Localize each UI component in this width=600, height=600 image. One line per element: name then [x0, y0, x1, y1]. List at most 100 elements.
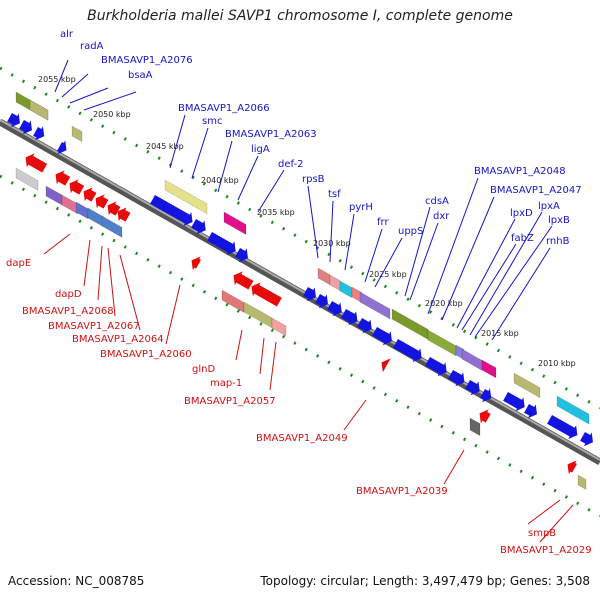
outer-forward-track	[0, 66, 600, 410]
gene-arrow-reverse	[251, 282, 282, 307]
feature-block	[223, 211, 247, 235]
forward-leader-line	[54, 59, 69, 93]
accession-label: Accession: NC_008785	[8, 574, 145, 588]
gene-arrow-reverse	[233, 271, 254, 290]
forward-gene-label: dxr	[433, 211, 450, 222]
reverse-gene-label: map-1	[210, 378, 242, 389]
reverse-leader-line	[269, 341, 277, 391]
reverse-leader-line	[119, 254, 141, 331]
tick-label: 2025 kbp	[369, 270, 407, 279]
gene-arrow	[327, 301, 342, 317]
gene-arrow-reverse	[69, 179, 85, 195]
forward-leader-line	[409, 222, 439, 301]
forward-leader-line	[69, 87, 109, 104]
feature-block	[61, 194, 79, 215]
forward-leader-line	[461, 243, 517, 331]
feature-block	[15, 167, 39, 191]
forward-leader-line	[469, 211, 543, 336]
reverse-gene-label: dapE	[6, 258, 31, 269]
feature-block	[75, 201, 89, 220]
forward-gene-label: bsaA	[128, 70, 153, 81]
feature-block	[577, 474, 587, 490]
forward-leader-line	[404, 206, 431, 297]
reverse-leader-line	[259, 337, 265, 375]
gene-arrow	[357, 318, 372, 334]
reverse-leader-line	[235, 329, 243, 361]
feature-block	[427, 329, 457, 357]
gene-arrow-reverse	[55, 170, 71, 186]
gene-arrow-reverse	[381, 358, 391, 373]
feature-block	[164, 179, 208, 215]
feature-block	[556, 395, 590, 425]
forward-leader-line	[237, 155, 259, 201]
tick-label: 2015 kbp	[481, 329, 519, 338]
reverse-gene-label: BMASAVP1_A2057	[184, 396, 276, 407]
feature-block	[101, 215, 123, 238]
forward-gene-label: lpxA	[538, 201, 560, 212]
forward-gene-label: def-2	[278, 159, 303, 170]
feature-block	[317, 267, 331, 286]
genome-backbone-highlight	[0, 119, 600, 461]
gene-arrow	[341, 309, 358, 326]
tick-label: 2040 kbp	[201, 176, 239, 185]
reverse-leader-line	[539, 504, 574, 543]
forward-gene-label: tsf	[328, 189, 341, 200]
gene-arrow	[480, 388, 492, 403]
forward-gene-label: fabZ	[511, 233, 534, 244]
feature-block	[221, 289, 245, 313]
gene-arrow-reverse	[83, 187, 97, 202]
gene-arrow	[372, 327, 392, 346]
tick-label: 2010 kbp	[538, 359, 576, 368]
forward-gene-label: radA	[80, 41, 104, 52]
reverse-gene-label: dapD	[55, 289, 82, 300]
gene-arrow	[57, 140, 67, 155]
reverse-leader-line	[83, 239, 91, 287]
forward-leader-line	[217, 140, 233, 193]
feature-block	[391, 308, 429, 340]
gene-arrow	[235, 248, 248, 263]
label-leaders	[43, 59, 574, 543]
tick-label: 2020 kbp	[425, 299, 463, 308]
gene-arrow	[207, 232, 236, 256]
reverse-leader-line	[107, 247, 116, 317]
gene-labels: alrradABMASAVP1_A2076bsaABMASAVP1_A2066s…	[6, 29, 592, 556]
reverse-gene-label: BMASAVP1_A2060	[100, 349, 192, 360]
gene-arrow-reverse	[107, 201, 121, 216]
feature-block	[461, 348, 483, 371]
forward-gene-label: frr	[377, 217, 389, 228]
gene-arrow	[393, 339, 422, 363]
forward-gene-label: cdsA	[425, 196, 449, 207]
gene-arrow	[547, 415, 578, 440]
reverse-leader-line	[343, 399, 367, 431]
forward-leader-line	[364, 228, 383, 283]
tick-label: 2050 kbp	[93, 110, 131, 119]
gene-arrow	[524, 404, 537, 419]
forward-leader-line	[344, 213, 355, 271]
forward-gene-label: ligA	[251, 144, 270, 155]
forward-gene-label: smc	[202, 116, 222, 127]
reverse-gene-label: BMASAVP1_A2029	[500, 545, 592, 556]
forward-gene-label: rpsB	[302, 174, 325, 185]
inner-reverse-track	[0, 174, 600, 518]
forward-gene-label: uppS	[398, 226, 423, 237]
reverse-leader-line	[527, 499, 561, 525]
feature-blocks	[7, 91, 593, 490]
reverse-leader-line	[443, 449, 465, 485]
gene-arrow-reverse	[479, 409, 491, 424]
map-title: Burkholderia mallei SAVP1 chromosome I, …	[87, 8, 513, 24]
gene-arrow	[315, 294, 328, 309]
forward-gene-label: BMASAVP1_A2066	[178, 103, 270, 114]
tick-label: 2030 kbp	[313, 239, 351, 248]
gene-arrow	[448, 370, 465, 387]
reverse-leader-line	[165, 284, 181, 345]
gene-arrow-reverse	[95, 194, 109, 209]
reverse-gene-label: BMASAVP1_A2067	[48, 321, 140, 332]
reverse-gene-label: BMASAVP1_A2068	[22, 306, 114, 317]
gene-arrow	[425, 357, 447, 377]
gene-arrow	[465, 380, 480, 396]
forward-gene-label: pyrH	[349, 202, 373, 213]
tick-label: 2045 kbp	[146, 142, 184, 151]
forward-leader-line	[474, 225, 553, 338]
